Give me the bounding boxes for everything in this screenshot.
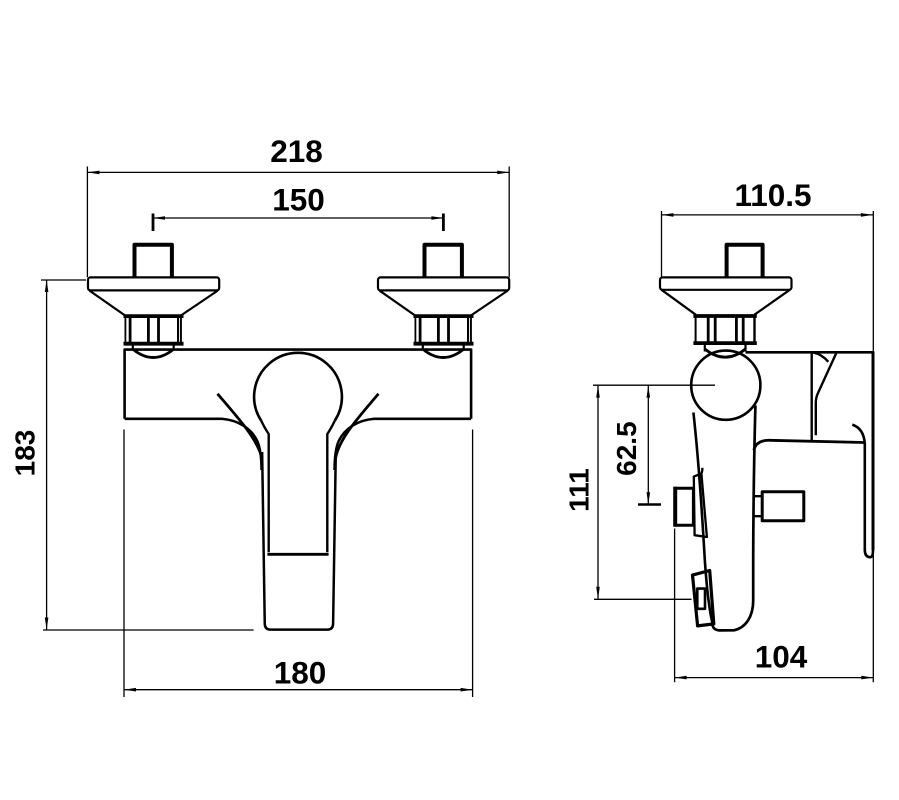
svg-text:104: 104 [755,639,808,675]
svg-text:110.5: 110.5 [734,177,811,213]
svg-text:150: 150 [272,182,325,218]
svg-text:62.5: 62.5 [611,421,642,476]
svg-text:111: 111 [563,468,594,512]
svg-text:180: 180 [274,655,327,691]
svg-text:218: 218 [270,133,323,169]
svg-text:183: 183 [9,430,40,477]
